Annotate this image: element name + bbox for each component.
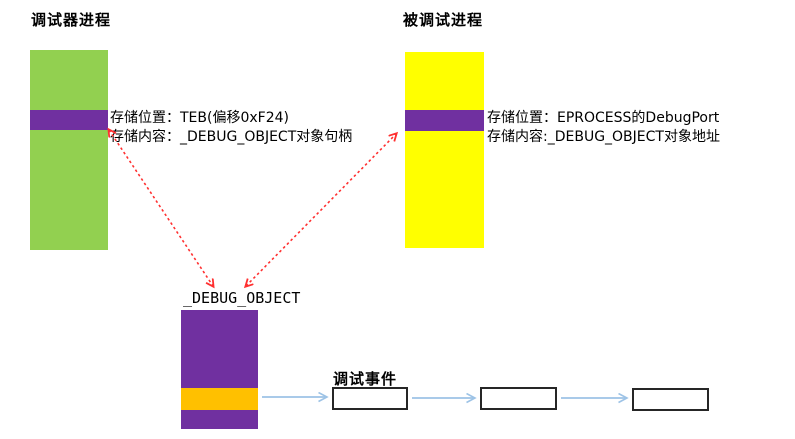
debugger-storage-slot-band <box>30 110 108 130</box>
debuggee-process-title: 被调试进程 <box>403 11 484 29</box>
debuggee-storage-slot-band <box>405 110 484 131</box>
debug-object-structure-box <box>181 310 258 429</box>
debugger-storage-location-text: 存储位置：TEB(偏移0xF24) <box>110 110 289 126</box>
debuggee-storage-location-text: 存储位置：EPROCESS的DebugPort <box>487 110 720 126</box>
debugger-storage-annotation: 存储位置：TEB(偏移0xF24) 存储内容：_DEBUG_OBJECT对象句柄 <box>110 109 352 147</box>
debug-event-node-3 <box>632 388 709 411</box>
debuggee-storage-content-text: 存储内容:_DEBUG_OBJECT对象地址 <box>487 129 720 145</box>
debugger-process-title: 调试器进程 <box>31 11 112 29</box>
red-link-debugger-to-debug-object <box>109 130 213 286</box>
debug-event-node-1 <box>332 387 408 410</box>
debuggee-storage-annotation: 存储位置：EPROCESS的DebugPort 存储内容:_DEBUG_OBJE… <box>487 109 720 147</box>
red-link-debuggee-to-debug-object <box>246 134 396 286</box>
debugger-storage-content-text: 存储内容：_DEBUG_OBJECT对象句柄 <box>110 129 353 145</box>
debug-object-event-queue-band <box>181 388 258 410</box>
debug-event-label: 调试事件 <box>333 370 398 388</box>
debuggee-process-memory-column <box>405 52 484 248</box>
debugger-process-memory-column <box>30 50 108 250</box>
debug-event-node-2 <box>480 387 557 410</box>
debug-object-label: _DEBUG_OBJECT <box>183 289 301 307</box>
